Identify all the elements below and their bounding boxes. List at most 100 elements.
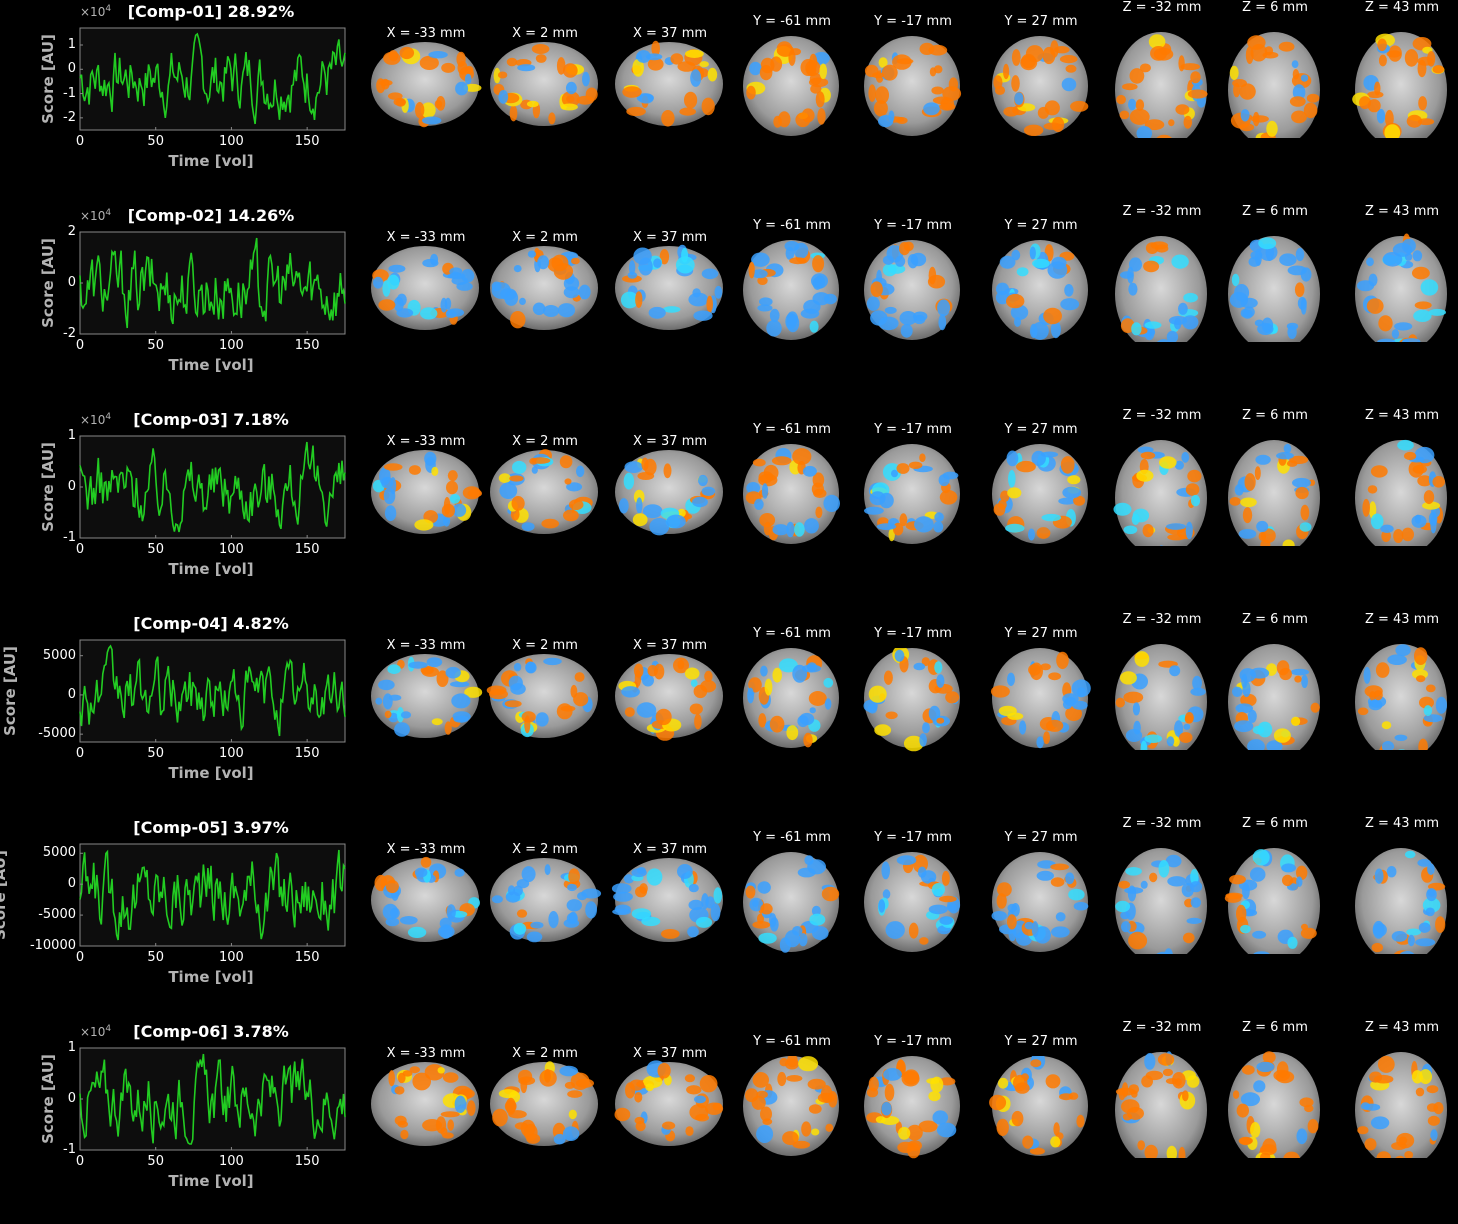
activation-blob	[785, 246, 795, 260]
activation-blob	[454, 1095, 467, 1113]
activation-blob	[1175, 104, 1190, 115]
activation-blob	[1398, 749, 1406, 750]
activation-blob	[1373, 1074, 1394, 1084]
timeseries-plot	[79, 639, 346, 743]
activation-blob	[1366, 298, 1384, 314]
activation-blob	[675, 256, 695, 274]
activation-blob	[582, 71, 590, 87]
activation-blob	[1240, 497, 1257, 508]
slice-coordinate-label: Y = -61 mm	[753, 626, 831, 641]
activation-blob	[1276, 452, 1294, 460]
activation-blob	[874, 724, 892, 736]
activation-blob	[434, 99, 443, 109]
activation-blob	[387, 274, 400, 290]
activation-blob	[1166, 523, 1186, 530]
activation-blob	[394, 722, 410, 737]
activation-blob	[1007, 487, 1022, 499]
activation-blob	[1122, 83, 1138, 91]
activation-blob	[930, 1076, 944, 1093]
activation-blob	[1294, 282, 1305, 297]
activation-blob	[1073, 495, 1086, 506]
activation-blob	[567, 1090, 583, 1098]
activation-blob	[1240, 693, 1257, 707]
slice-image	[1115, 848, 1207, 954]
activation-blob	[758, 932, 777, 944]
activation-blob	[802, 465, 817, 477]
activation-blob	[1304, 1104, 1314, 1113]
activation-blob	[1048, 672, 1061, 681]
activation-blob	[878, 115, 894, 128]
exponent-power: 4	[105, 412, 112, 422]
activation-blob	[412, 1072, 431, 1091]
activation-blob	[568, 1109, 577, 1120]
activation-blob	[1426, 1085, 1439, 1094]
activation-blob	[1264, 46, 1274, 56]
activation-blob	[1115, 900, 1131, 913]
exponent-base: ×10	[80, 5, 106, 19]
activation-blob	[1062, 699, 1073, 710]
slice-coordinate-label: X = 37 mm	[632, 434, 708, 449]
y-tick-label: 1	[67, 37, 76, 52]
y-tick-label: -1	[63, 1142, 76, 1157]
activation-blob	[778, 111, 791, 128]
activation-blob	[1240, 1092, 1260, 1107]
slice-image	[992, 240, 1088, 340]
activation-blob	[701, 893, 709, 910]
activation-blob	[1119, 671, 1137, 685]
activation-blob	[1301, 923, 1308, 931]
activation-blob	[1404, 850, 1416, 859]
plot-area	[79, 27, 346, 131]
slice-image	[1355, 233, 1447, 342]
slice-image	[371, 450, 482, 534]
activation-blob	[1253, 1080, 1266, 1093]
activation-blob	[1174, 720, 1184, 737]
activation-blob	[446, 904, 456, 920]
activation-blob	[792, 1140, 811, 1149]
activation-blob	[1295, 247, 1305, 262]
activation-blob	[1300, 74, 1309, 82]
activation-blob	[1378, 315, 1393, 332]
activation-blob	[794, 522, 805, 537]
activation-blob	[808, 691, 827, 706]
x-tick-label: 50	[147, 1154, 164, 1169]
activation-blob	[446, 480, 458, 495]
activation-blob	[420, 102, 436, 118]
y-axis-label: Score [AU]	[1, 646, 19, 736]
slice-image	[490, 449, 598, 534]
activation-blob	[414, 867, 428, 878]
activation-blob	[1291, 110, 1307, 124]
slice-coordinate-label: Y = -61 mm	[753, 14, 831, 29]
activation-blob	[585, 87, 598, 102]
activation-blob	[1229, 65, 1239, 80]
activation-blob	[1279, 253, 1297, 266]
activation-blob	[636, 702, 657, 718]
slice-image	[371, 1062, 479, 1146]
activation-blob	[622, 275, 642, 283]
activation-blob	[1397, 439, 1414, 451]
activation-blob	[1370, 1116, 1390, 1130]
activation-blob	[1364, 685, 1383, 698]
activation-blob	[875, 86, 889, 104]
activation-blob	[1116, 94, 1126, 105]
activation-blob	[670, 53, 684, 65]
activation-blob	[1190, 494, 1201, 507]
activation-blob	[1387, 654, 1407, 665]
activation-blob	[1244, 473, 1256, 491]
activation-blob	[1149, 872, 1158, 883]
activation-blob	[1032, 258, 1050, 269]
score-trace	[79, 237, 346, 329]
activation-blob	[884, 1083, 895, 1102]
activation-blob	[1423, 705, 1433, 717]
slice-image	[743, 648, 839, 748]
activation-blob	[634, 669, 642, 687]
activation-blob	[1040, 451, 1059, 458]
activation-blob	[706, 295, 713, 313]
activation-blob	[424, 451, 437, 466]
activation-blob	[1287, 325, 1297, 339]
score-trace	[79, 441, 346, 533]
activation-blob	[1364, 1138, 1377, 1151]
activation-blob	[701, 268, 719, 280]
